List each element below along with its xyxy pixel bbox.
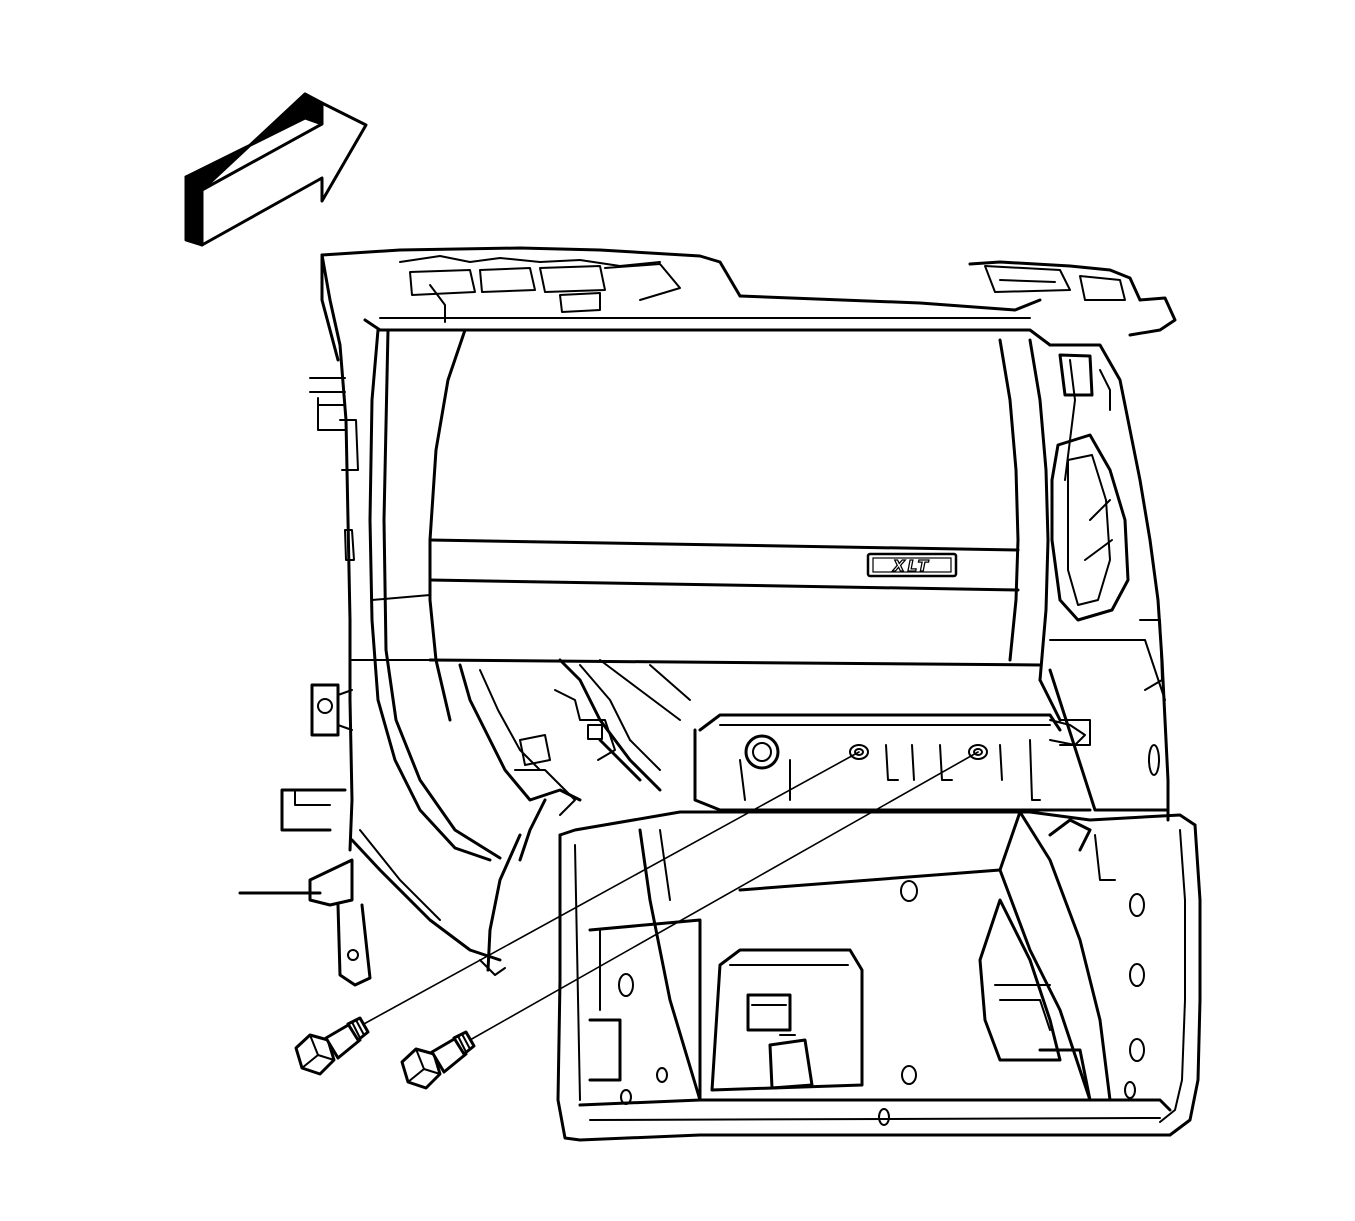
glove-box-bin bbox=[693, 713, 1092, 812]
bolt-icon bbox=[294, 1016, 370, 1076]
bolt-guide-lines bbox=[361, 751, 979, 1041]
left-lower-trim bbox=[350, 798, 547, 976]
dash-top-vents bbox=[320, 246, 1177, 347]
lower-dash-support bbox=[458, 658, 691, 816]
forward-arrow-icon bbox=[184, 92, 368, 247]
right-side-air-vent bbox=[1038, 343, 1170, 822]
emblem-label: XLT bbox=[892, 557, 931, 575]
xlt-emblem: XLT bbox=[866, 552, 958, 578]
bolt-icon bbox=[400, 1030, 476, 1090]
glove-box-door bbox=[556, 810, 1202, 1142]
left-side-support-bracket bbox=[238, 253, 372, 987]
instrument-panel-face bbox=[351, 328, 1050, 862]
